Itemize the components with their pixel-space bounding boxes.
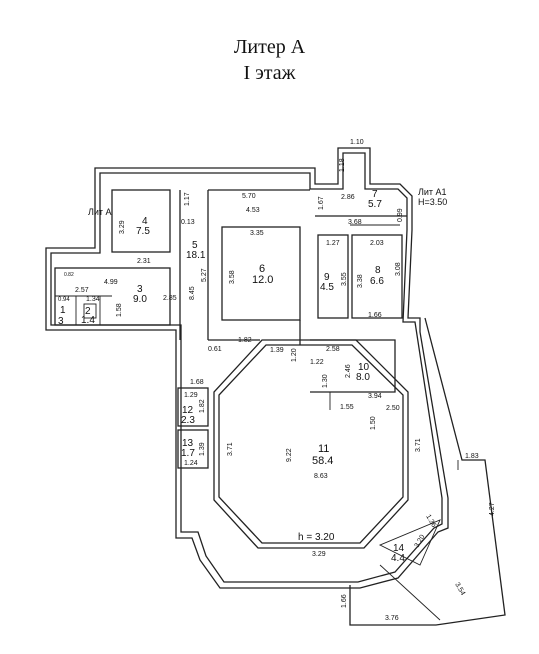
room-area: 7.5: [136, 226, 150, 237]
dimension: 3.68: [348, 219, 362, 226]
page-subtitle: I этаж: [243, 62, 296, 84]
room-area: 9.0: [133, 294, 147, 305]
room-area: 18.1: [186, 250, 206, 261]
lit-a1-label: Лит А1: [418, 187, 447, 197]
dimension: 0.99: [397, 208, 404, 222]
dimension: 3.71: [415, 438, 422, 452]
dimension: 1.39: [199, 442, 206, 456]
dimension: 1.18: [339, 158, 346, 172]
room-labels: 1 3 2 1.4 3 9.0 4 7.5 5 18.1 6 12.0 7 5.…: [58, 189, 405, 564]
dimension: 3.94: [368, 393, 382, 400]
room-area: 1.4: [81, 315, 95, 326]
room-area: 6.6: [370, 276, 384, 287]
dimension: 3.08: [395, 262, 402, 276]
dimension: 3.29: [119, 220, 126, 234]
dimension: 1.83: [465, 453, 479, 460]
dimension: 3.29: [312, 551, 326, 558]
room-number: 5: [192, 240, 198, 251]
room-number: 4: [142, 216, 148, 227]
dimension: 3.54: [453, 582, 466, 597]
dimension: 1.82: [238, 337, 252, 344]
room-number: 6: [259, 263, 265, 275]
room-number: 10: [358, 362, 370, 373]
dimension: 1.58: [116, 303, 123, 317]
room-number: 3: [137, 284, 143, 295]
dimension: 2.31: [137, 258, 151, 265]
dimension: 1.30: [322, 374, 329, 388]
outer-walls: [45, 147, 449, 589]
room-number: 2: [85, 306, 91, 317]
dimension: 3.58: [229, 270, 236, 284]
dimension: 0.13: [181, 219, 195, 226]
room-number: 1: [60, 305, 66, 316]
dimension: 1.66: [368, 312, 382, 319]
dimension: 2.85: [163, 295, 177, 302]
dimension: 1.36: [424, 514, 437, 529]
dimension: 3.38: [357, 274, 364, 288]
dimension: 0.94: [58, 297, 70, 303]
dimension: 1.24: [184, 460, 198, 467]
room-area: 4.4: [391, 553, 405, 564]
dimension: 3.55: [341, 272, 348, 286]
dimension: 1.34: [86, 296, 100, 303]
dimension: 0.61: [208, 346, 222, 353]
dimension: 1.68: [190, 379, 204, 386]
dimension: 1.27: [326, 240, 340, 247]
dimension: 1.39: [270, 347, 284, 354]
room-number: 13: [182, 438, 194, 449]
dimension: 1.82: [199, 399, 206, 413]
dimension: 1.20: [291, 348, 298, 362]
dimension: 2.50: [386, 405, 400, 412]
dimension: 2.03: [370, 240, 384, 247]
dimension: 3.76: [385, 615, 399, 622]
dimension: 8.63: [314, 473, 328, 480]
dimension: 1.10: [350, 139, 364, 146]
dimension: 1.22: [310, 359, 324, 366]
dimension: 2.57: [75, 287, 89, 294]
room-area: 3: [58, 316, 64, 327]
dimension: 4.27: [489, 502, 496, 516]
dimension: 2.58: [326, 346, 340, 353]
room-number: 7: [372, 189, 378, 200]
inner-walls: [54, 189, 441, 566]
room-number: 12: [182, 405, 194, 416]
room-number: 8: [375, 265, 381, 276]
page-title: Литер А: [233, 36, 306, 58]
dimension: 8.45: [189, 286, 196, 300]
dimension: 0.82: [64, 272, 74, 278]
room-area: 2.3: [181, 415, 195, 426]
dimension: 1.50: [370, 416, 377, 430]
dimension: 9.22: [286, 448, 293, 462]
room-area: 1.7: [181, 448, 195, 459]
dimension: 3.71: [227, 442, 234, 456]
height-a1-label: H=3.50: [418, 197, 447, 207]
annex-walls: [349, 317, 506, 626]
dimension: 1.17: [184, 192, 191, 206]
dimension: 5.27: [201, 268, 208, 282]
room-number: 14: [393, 543, 405, 554]
dimension: 1.66: [341, 594, 348, 608]
height-main-label: h = 3.20: [298, 532, 335, 543]
room-area: 5.7: [368, 199, 382, 210]
room-area: 8.0: [356, 372, 370, 383]
dimension-labels: 1.10 1.18 2.86 0.99 5.70 4.53 1.17 0.13 …: [58, 139, 496, 622]
room-area: 12.0: [252, 274, 273, 286]
dimension: 4.53: [246, 207, 260, 214]
building-labels: Лит А Лит А1 H=3.50 h = 3.20: [88, 187, 447, 543]
room-number: 11: [318, 443, 329, 455]
dimension: 5.70: [242, 193, 256, 200]
dimension: 1.67: [318, 196, 325, 210]
dimension: 2.86: [341, 194, 355, 201]
room-area: 58.4: [312, 455, 333, 467]
dimension: 1.55: [340, 404, 354, 411]
dimension: 2.46: [345, 364, 352, 378]
room-number: 9: [324, 272, 330, 283]
room-area: 4.5: [320, 282, 334, 293]
dimension: 1.29: [184, 392, 198, 399]
dimension: 4.99: [104, 279, 118, 286]
lit-a-label: Лит А: [88, 207, 112, 217]
dimension: 3.35: [250, 230, 264, 237]
